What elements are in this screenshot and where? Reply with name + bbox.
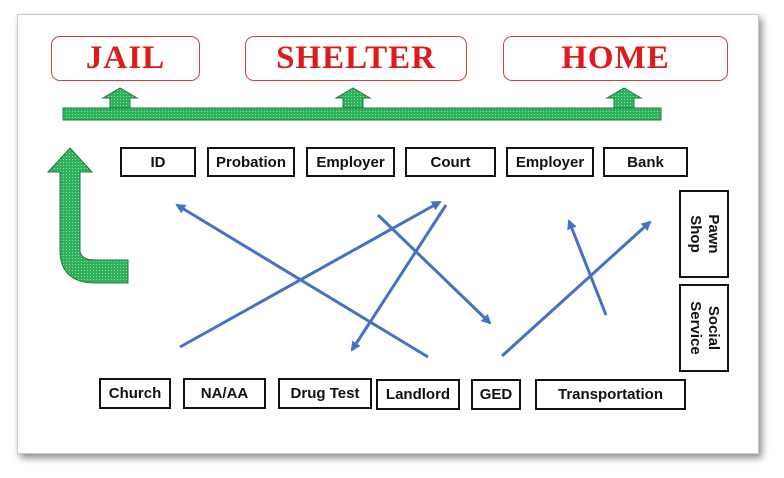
connector-arrow-3 [350, 204, 448, 352]
connector-arrow-1 [175, 203, 429, 359]
social-service-line2: Service [687, 301, 704, 355]
box-pawn-shop: Pawn Shop [679, 190, 729, 278]
destination-home: HOME [503, 36, 728, 81]
box-court: Court [405, 147, 496, 177]
box-id: ID [120, 147, 196, 177]
destination-jail: JAIL [51, 36, 200, 81]
box-drug-test: Drug Test [278, 378, 372, 409]
connector-arrow-2 [179, 200, 442, 349]
pawn-shop-line1: Pawn [705, 214, 722, 254]
social-service-line1: Social [705, 305, 722, 351]
box-landlord: Landlord [376, 379, 460, 410]
box-probation: Probation [207, 147, 295, 177]
up-arrow-home [605, 87, 643, 109]
up-arrow-jail [101, 87, 139, 109]
connector-arrow-6 [567, 219, 608, 316]
connector-arrow-5 [500, 220, 652, 358]
connector-arrow-4 [376, 213, 492, 325]
box-bank: Bank [603, 147, 688, 177]
destination-shelter: SHELTER [245, 36, 467, 81]
box-social-service: Social Service [679, 284, 729, 372]
box-church: Church [99, 378, 171, 409]
box-employer-2: Employer [506, 147, 594, 177]
curved-return-arrow [46, 147, 129, 284]
pawn-shop-line2: Shop [687, 215, 704, 253]
box-na-aa: NA/AA [183, 378, 266, 409]
box-ged: GED [471, 379, 521, 410]
box-transportation: Transportation [535, 379, 686, 410]
up-arrow-shelter [334, 87, 372, 109]
box-employer-1: Employer [306, 147, 395, 177]
